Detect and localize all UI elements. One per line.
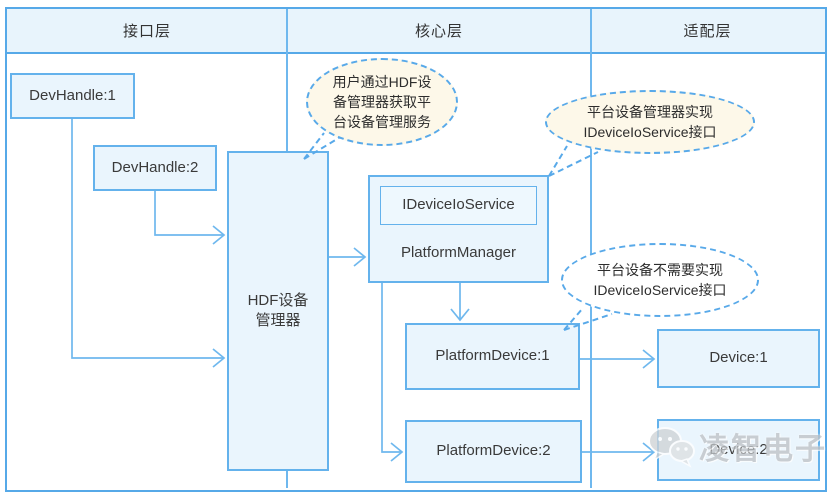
- node-devhandle2: DevHandle:2: [93, 145, 217, 191]
- layer-header-band: [7, 9, 825, 54]
- divider-core-adapter: [590, 9, 592, 488]
- node-ideviceioservice: IDeviceIoService: [380, 186, 537, 225]
- layer-label-core: 核心层: [414, 23, 463, 40]
- callout-device-not-required: 平台设备不需要实现 IDeviceIoService接口: [561, 243, 759, 317]
- node-platform-device2: PlatformDevice:2: [405, 420, 582, 483]
- layer-label-interface: 接口层: [122, 23, 171, 40]
- node-device2: Device:2: [657, 419, 820, 481]
- callout-user-gets-service: 用户通过HDF设 备管理器获取平 台设备管理服务: [306, 58, 458, 146]
- node-device1: Device:1: [657, 329, 820, 388]
- node-devhandle1: DevHandle:1: [10, 73, 135, 119]
- node-platform-device1: PlatformDevice:1: [405, 323, 580, 390]
- node-hdf-device-manager: HDF设备 管理器: [227, 151, 329, 471]
- callout-manager-implements: 平台设备管理器实现 IDeviceIoService接口: [545, 90, 755, 154]
- layer-label-adapter: 适配层: [683, 23, 732, 40]
